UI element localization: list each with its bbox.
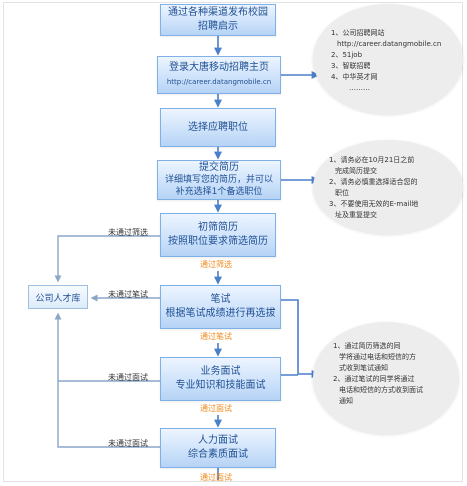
step-hr-title: 人力面试 — [198, 435, 238, 446]
step-select-label: 选择应聘职位 — [188, 121, 248, 133]
pass-label-written: 通过笔试 — [200, 332, 232, 341]
step-screen-title: 初筛简历 — [198, 222, 238, 233]
fail-label-business: 未通过面试 — [108, 373, 148, 382]
note-notify-3: 式收到笔试通知 — [339, 364, 388, 372]
fail-path-s5 — [54, 235, 160, 283]
note-sites-1: 1、公司招聘网站 — [331, 29, 385, 37]
note-notify-4: 2、通过笔试的同学将通过 — [333, 375, 415, 383]
diagram-frame — [3, 2, 463, 482]
fail-label-hr: 未通过面试 — [108, 439, 148, 448]
fail-label-screening: 未通过筛选 — [108, 228, 148, 237]
note-resume-2: 完成简历提交 — [335, 167, 377, 175]
step-publish-line1: 通过各种渠道发布校园 — [168, 7, 268, 18]
pass-label-hr: 通过面试 — [200, 473, 232, 482]
step-hr-desc: 综合素质面试 — [188, 449, 248, 460]
step-select-position: 选择应聘职位 — [160, 108, 276, 147]
note-sites-6: ……… — [349, 84, 370, 92]
bubble-notify — [313, 322, 459, 434]
step-screen-resume: 初筛简历 按照职位要求筛选简历 — [160, 213, 276, 257]
note-notify-2: 学将通过电话和短信的方 — [339, 353, 416, 361]
bubble-recruit-sites — [313, 4, 463, 114]
note-sites-4: 3、智联招聘 — [331, 62, 371, 70]
step-login-homepage: 登录大唐移动招聘主页 http://career.datangmobile.cn — [157, 56, 281, 94]
pass-label-screening: 通过筛选 — [200, 260, 232, 269]
note-notify-5: 电话和短信的方式收到面试 — [339, 386, 423, 394]
step-written-test: 笔试 根据笔试成绩进行再选拔 — [160, 285, 281, 329]
step-test-desc: 根据笔试成绩进行再选拔 — [165, 308, 276, 319]
talent-pool: 公司人才库 — [28, 285, 88, 309]
note-recruit-sites: 1、公司招聘网站 http://career.datangmobile.cn 2… — [331, 28, 441, 94]
bubble-resume-tips — [313, 140, 463, 234]
note-notify: 1、通过简历筛选的同 学将通过电话和短信的方 式收到笔试通知 2、通过笔试的同学… — [333, 341, 423, 407]
step-login-title: 登录大唐移动招聘主页 — [169, 62, 269, 73]
step-publish-notice: 通过各种渠道发布校园 招聘启示 — [160, 4, 276, 36]
step-test-title: 笔试 — [210, 294, 231, 305]
note-resume-6: 址及重复提交 — [335, 211, 377, 219]
step-publish-line2: 招聘启示 — [198, 21, 238, 32]
pass-label-business: 通过面试 — [200, 404, 232, 413]
note-notify-1: 1、通过简历筛选的同 — [333, 342, 401, 350]
step-hr-interview: 人力面试 综合素质面试 — [160, 428, 276, 468]
step-submit-line2: 详细填写您的简历，并可以 — [164, 175, 273, 185]
fail-path-s8 — [54, 312, 160, 448]
step-submit-line3: 补充选择1个备选职位 — [175, 187, 263, 197]
note-sites-2: http://career.datangmobile.cn — [337, 40, 442, 48]
note-notify-6: 通知 — [339, 397, 353, 405]
note-resume-tips: 1、请务必在10月21日之前 完成简历提交 2、请务必慎重选择适合您的 职位 3… — [329, 155, 418, 221]
step-login-url: http://career.datangmobile.cn — [166, 78, 272, 86]
step-submit-resume: 提交简历 详细填写您的简历，并可以 补充选择1个备选职位 — [157, 160, 281, 200]
note-resume-3: 2、请务必慎重选择适合您的 — [329, 178, 418, 186]
step-submit-title: 提交简历 — [199, 162, 239, 173]
step-business-title: 业务面试 — [200, 366, 241, 377]
fail-label-written: 未通过笔试 — [108, 290, 148, 299]
arrow-s6-notify — [281, 299, 320, 378]
note-resume-5: 3、不要使用无效的E-mail地 — [329, 200, 419, 208]
note-resume-1: 1、请务必在10月21日之前 — [329, 156, 415, 164]
step-business-desc: 专业知识和技能面试 — [175, 380, 266, 391]
note-sites-5: 4、中华英才网 — [331, 73, 378, 81]
note-sites-3: 2、51job — [331, 51, 363, 59]
step-screen-desc: 按照职位要求筛选简历 — [168, 236, 268, 247]
note-resume-4: 职位 — [335, 189, 349, 197]
step-business-interview: 业务面试 专业知识和技能面试 — [160, 357, 281, 401]
